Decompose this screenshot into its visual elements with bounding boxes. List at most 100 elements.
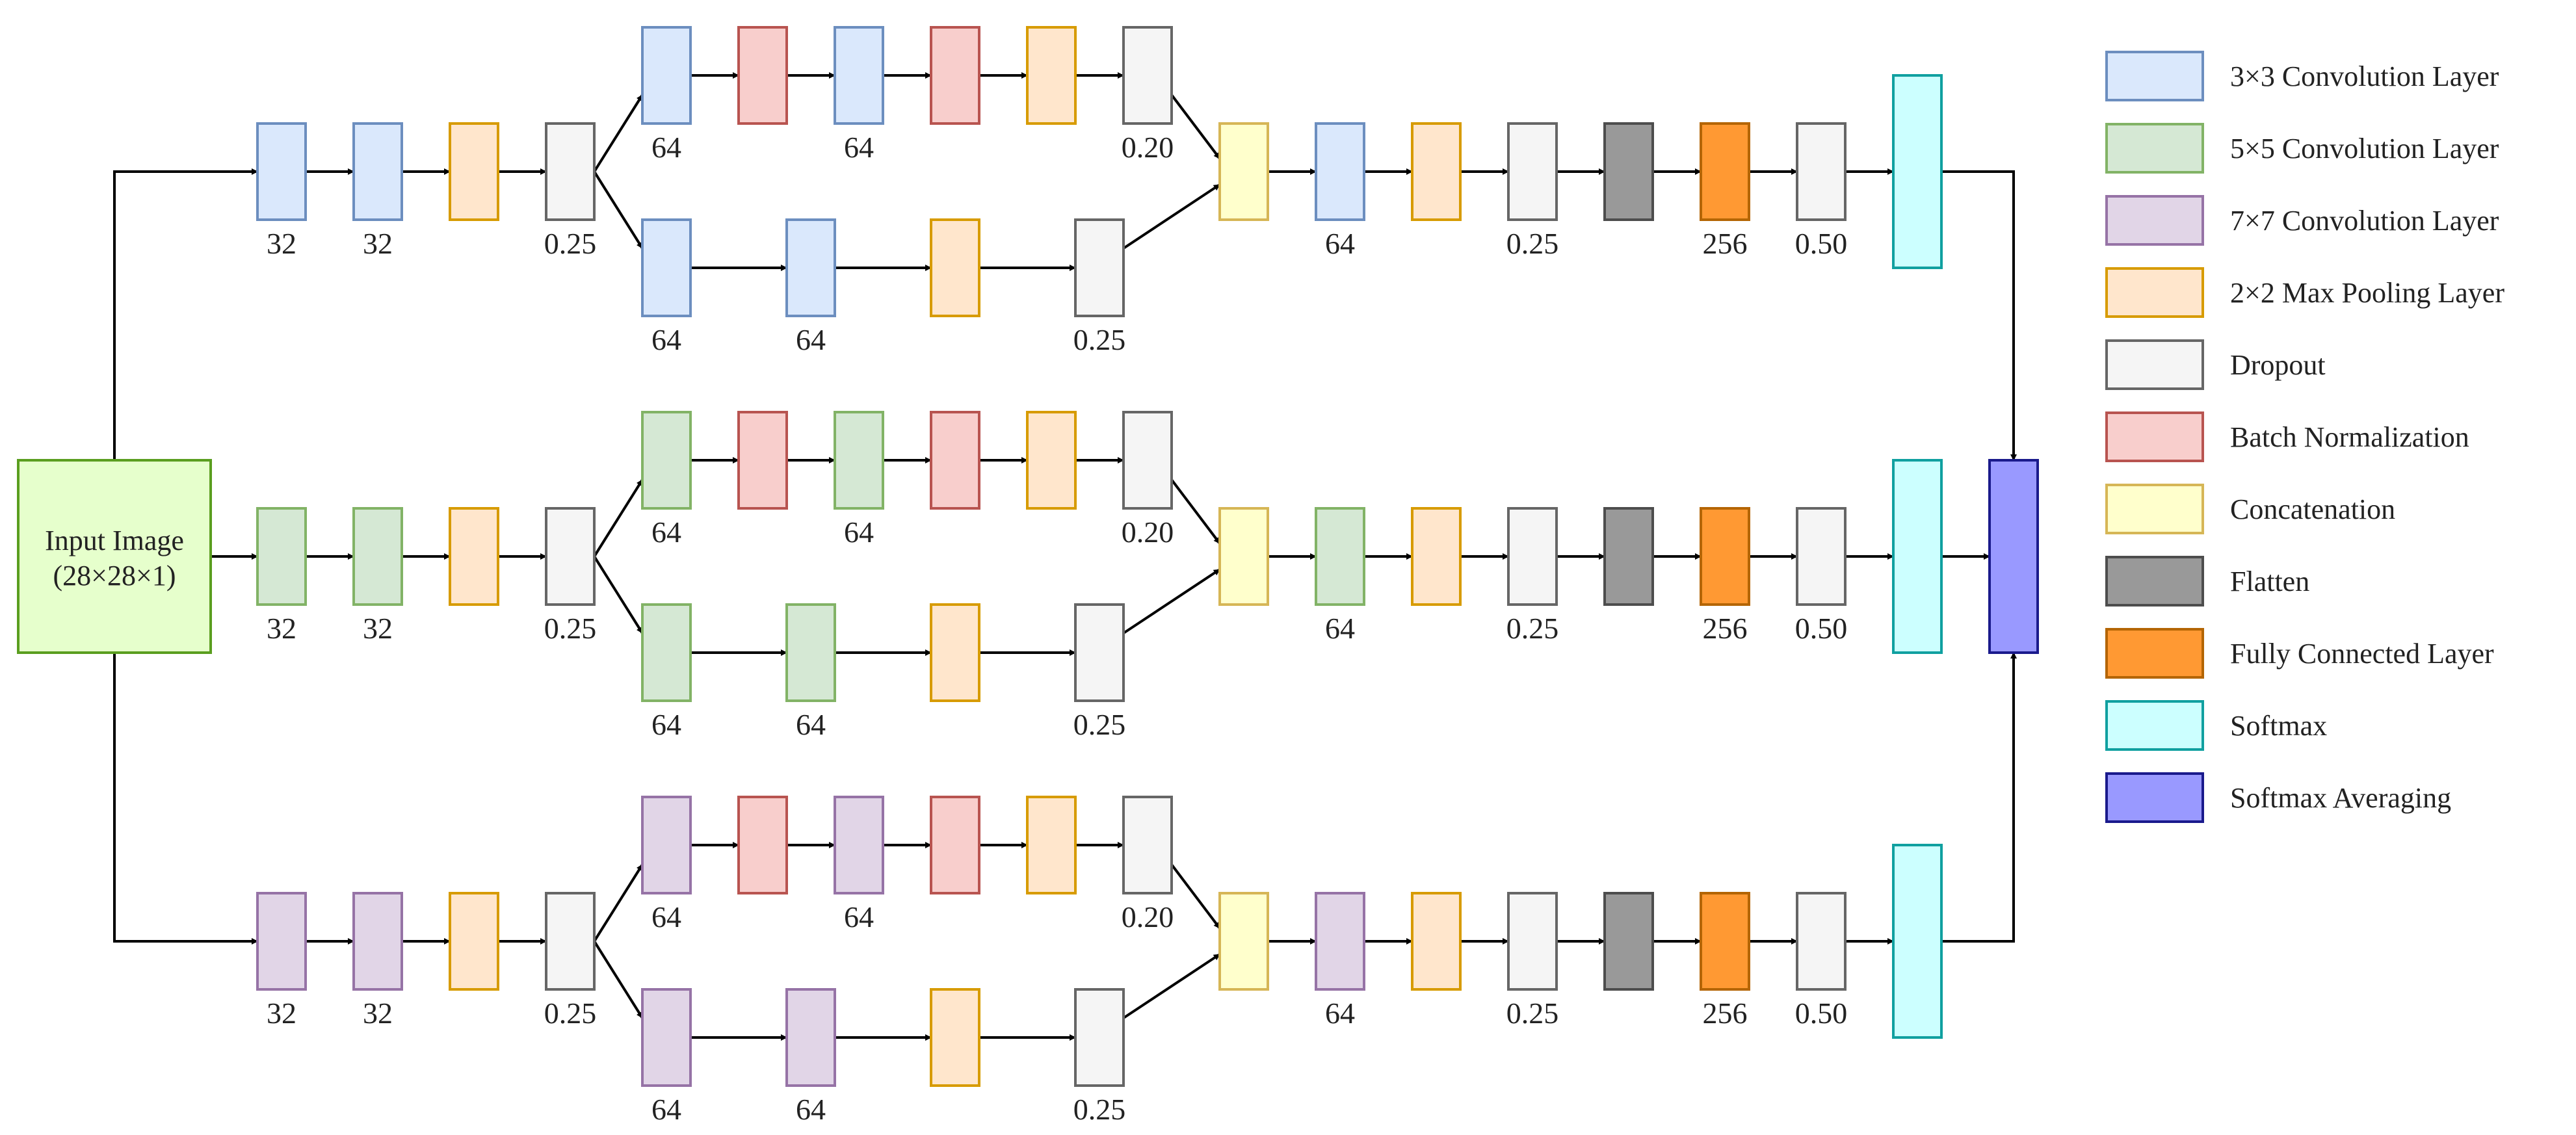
b2-tail-1-label: 64 bbox=[1325, 997, 1355, 1030]
legend: 3×3 Convolution Layer 5×5 Convolution Lay… bbox=[2105, 51, 2504, 823]
b2-tail-2 bbox=[1411, 892, 1462, 991]
legend-swatch-softmax bbox=[2105, 700, 2204, 751]
legend-swatch-softavg bbox=[2105, 772, 2204, 823]
b0-lower-2 bbox=[930, 218, 980, 317]
b1-upper-2 bbox=[834, 411, 884, 510]
b0-tail-2 bbox=[1411, 122, 1462, 221]
b0-lower-1-label: 64 bbox=[796, 323, 826, 356]
b0-tail-7 bbox=[1892, 74, 1943, 269]
b2-upper-5-label: 0.20 bbox=[1122, 900, 1174, 933]
b1-tail-5 bbox=[1700, 507, 1750, 606]
b2-stem-1 bbox=[352, 892, 403, 991]
b1-lower-3 bbox=[1074, 603, 1125, 702]
b0-lower-3 bbox=[1074, 218, 1125, 317]
legend-label-pool: 2×2 Max Pooling Layer bbox=[2230, 277, 2504, 309]
input-to-branch-2 bbox=[113, 653, 258, 945]
legend-swatch-flatten bbox=[2105, 556, 2204, 607]
b0-tail-1-label: 64 bbox=[1325, 227, 1355, 260]
b0-split-up bbox=[593, 94, 644, 173]
b2-upper-5 bbox=[1122, 796, 1173, 894]
legend-label-conv3: 3×3 Convolution Layer bbox=[2230, 60, 2499, 92]
b0-tail-3 bbox=[1507, 122, 1558, 221]
b0-tail-5-label: 256 bbox=[1703, 227, 1748, 260]
b0-stem-1 bbox=[352, 122, 403, 221]
b0-upper-4 bbox=[1026, 26, 1077, 125]
b2-tail-0 bbox=[1218, 892, 1269, 991]
b1-tail-6-label: 0.50 bbox=[1795, 612, 1848, 645]
b2-upper-0-label: 64 bbox=[651, 900, 681, 933]
b0-tail-0 bbox=[1218, 122, 1269, 221]
b0-lower-3-label: 0.25 bbox=[1073, 323, 1126, 356]
b2-stem-3 bbox=[545, 892, 596, 991]
legend-swatch-fc bbox=[2105, 628, 2204, 679]
softmax-2-to-average bbox=[1941, 652, 2017, 943]
b1-upper-3 bbox=[930, 411, 980, 510]
b0-stem-0-label: 32 bbox=[267, 227, 296, 260]
input-shape: (28×28×1) bbox=[53, 560, 176, 592]
b1-tail-3 bbox=[1507, 507, 1558, 606]
legend-swatch-bn bbox=[2105, 411, 2204, 462]
b1-tail-1 bbox=[1315, 507, 1365, 606]
b2-tail-5-label: 256 bbox=[1703, 997, 1748, 1030]
b2-tail-5 bbox=[1700, 892, 1750, 991]
b0-tail-1 bbox=[1315, 122, 1365, 221]
b2-lower-0 bbox=[641, 988, 692, 1087]
b1-upper-0 bbox=[641, 411, 692, 510]
b2-lower-3-label: 0.25 bbox=[1073, 1093, 1126, 1126]
b0-tail-3-label: 0.25 bbox=[1506, 227, 1559, 260]
b0-stem-3 bbox=[545, 122, 596, 221]
b1-tail-2 bbox=[1411, 507, 1462, 606]
b0-tail-6-label: 0.50 bbox=[1795, 227, 1848, 260]
b2-lower-2 bbox=[930, 988, 980, 1087]
b1-stem-3-label: 0.25 bbox=[544, 612, 597, 645]
softmax-averaging-block bbox=[1988, 459, 2039, 654]
legend-label-dropout: Dropout bbox=[2230, 349, 2326, 381]
legend-label-flatten: Flatten bbox=[2230, 566, 2309, 597]
b1-upper-5 bbox=[1122, 411, 1173, 510]
legend-swatch-pool bbox=[2105, 267, 2204, 318]
b0-upper-5-label: 0.20 bbox=[1122, 131, 1174, 164]
b0-upper-5 bbox=[1122, 26, 1173, 125]
b2-stem-3-label: 0.25 bbox=[544, 997, 597, 1030]
b2-tail-6 bbox=[1796, 892, 1847, 991]
b1-stem-1 bbox=[352, 507, 403, 606]
b1-split-down bbox=[593, 555, 644, 634]
b0-lower-0-label: 64 bbox=[651, 323, 681, 356]
legend-swatch-conv3 bbox=[2105, 51, 2204, 101]
b1-upper-5-label: 0.20 bbox=[1122, 515, 1174, 549]
b2-merge-up bbox=[1170, 863, 1221, 930]
b1-stem-1-label: 32 bbox=[363, 612, 393, 645]
b0-stem-0 bbox=[256, 122, 307, 221]
legend-label-softmax: Softmax bbox=[2230, 710, 2327, 742]
legend-label-bn: Batch Normalization bbox=[2230, 421, 2469, 453]
b1-merge-up bbox=[1170, 478, 1221, 545]
b1-upper-1 bbox=[737, 411, 788, 510]
b0-merge-down bbox=[1122, 183, 1221, 250]
b1-merge-down bbox=[1122, 568, 1221, 634]
b0-tail-6 bbox=[1796, 122, 1847, 221]
b1-stem-3 bbox=[545, 507, 596, 606]
connection-arrows bbox=[113, 72, 2017, 1041]
b0-upper-2-label: 64 bbox=[844, 131, 874, 164]
b0-merge-up bbox=[1170, 94, 1221, 160]
b2-tail-3 bbox=[1507, 892, 1558, 991]
legend-label-softavg: Softmax Averaging bbox=[2230, 782, 2451, 814]
b2-lower-0-label: 64 bbox=[651, 1093, 681, 1126]
legend-swatch-dropout bbox=[2105, 339, 2204, 390]
b2-stem-0 bbox=[256, 892, 307, 991]
b0-tail-4 bbox=[1603, 122, 1654, 221]
legend-label-conv5: 5×5 Convolution Layer bbox=[2230, 133, 2499, 164]
legend-swatch-conv5 bbox=[2105, 123, 2204, 174]
b1-tail-4 bbox=[1603, 507, 1654, 606]
b2-upper-0 bbox=[641, 796, 692, 894]
legend-label-fc: Fully Connected Layer bbox=[2230, 638, 2494, 670]
b2-tail-1 bbox=[1315, 892, 1365, 991]
b0-split-down bbox=[593, 170, 644, 250]
b1-split-up bbox=[593, 478, 644, 558]
b1-tail-7 bbox=[1892, 459, 1943, 654]
b1-tail-0 bbox=[1218, 507, 1269, 606]
b2-stem-2 bbox=[449, 892, 499, 991]
b2-lower-1 bbox=[785, 988, 836, 1087]
